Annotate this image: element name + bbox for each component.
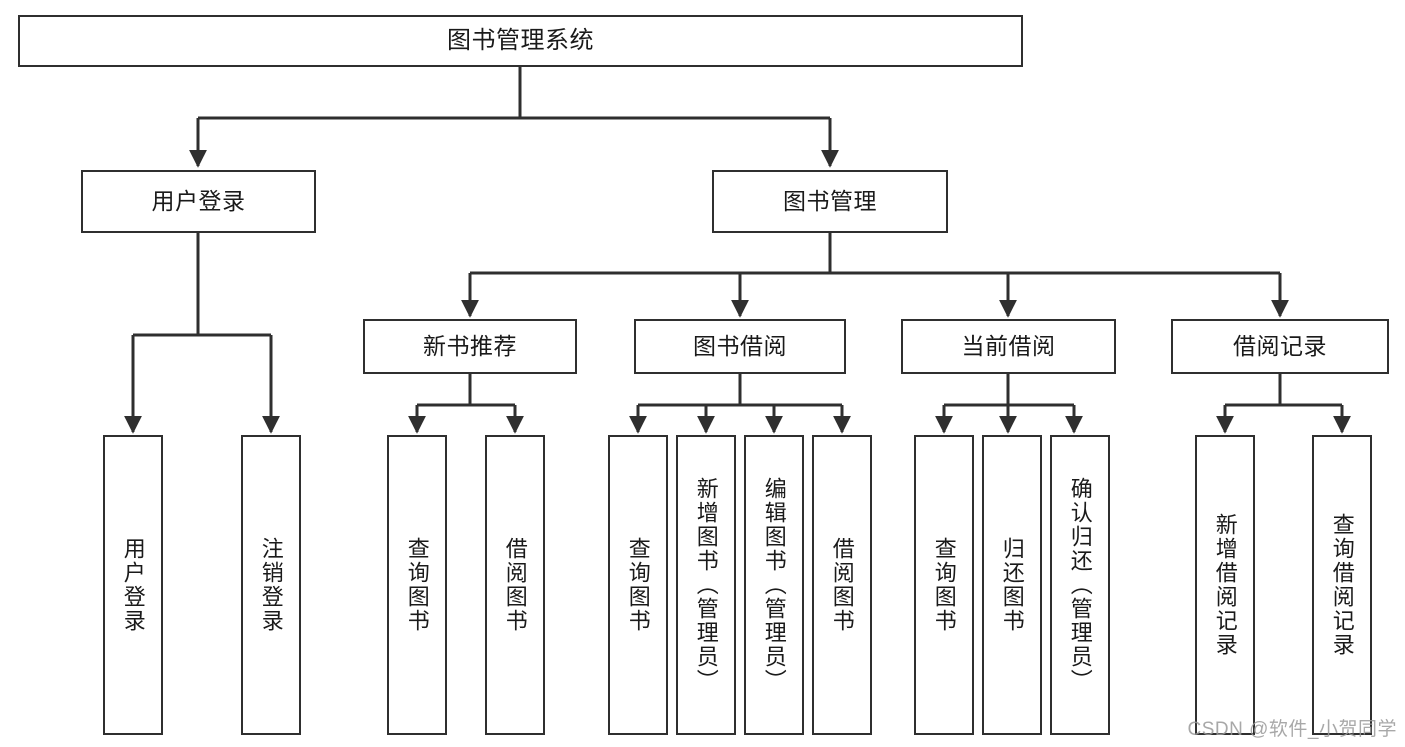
node-label: 查询借阅记录 bbox=[1329, 513, 1355, 657]
node-label: 借阅图书 bbox=[829, 537, 855, 633]
node-root-system[interactable]: 图书管理系统 bbox=[18, 15, 1023, 67]
node-label: 图书管理 bbox=[783, 187, 877, 214]
node-borrow-records[interactable]: 借阅记录 bbox=[1171, 319, 1389, 374]
node-label: 确认归还（管理员） bbox=[1067, 477, 1093, 693]
node-label: 编辑图书（管理员） bbox=[761, 477, 787, 693]
node-label: 注销登录 bbox=[258, 537, 284, 633]
leaf-borrow-books-newbook[interactable]: 借阅图书 bbox=[485, 435, 545, 735]
leaf-borrow-books-borrow[interactable]: 借阅图书 bbox=[812, 435, 872, 735]
node-label: 借阅记录 bbox=[1233, 332, 1327, 359]
node-label: 新增图书（管理员） bbox=[693, 477, 719, 693]
leaf-add-book-admin[interactable]: 新增图书（管理员） bbox=[676, 435, 736, 735]
node-current-borrow[interactable]: 当前借阅 bbox=[901, 319, 1116, 374]
leaf-user-login[interactable]: 用户登录 bbox=[103, 435, 163, 735]
leaf-query-borrow-record[interactable]: 查询借阅记录 bbox=[1312, 435, 1372, 735]
node-new-book-recommend[interactable]: 新书推荐 bbox=[363, 319, 577, 374]
node-label: 当前借阅 bbox=[961, 332, 1056, 359]
node-book-borrow[interactable]: 图书借阅 bbox=[634, 319, 846, 374]
node-label: 借阅图书 bbox=[502, 537, 528, 633]
node-label: 用户登录 bbox=[151, 187, 246, 214]
node-label: 查询图书 bbox=[625, 537, 651, 633]
watermark-text: CSDN @软件_小贺同学 bbox=[1187, 719, 1397, 740]
leaf-confirm-return-admin[interactable]: 确认归还（管理员） bbox=[1050, 435, 1110, 735]
node-label: 用户登录 bbox=[120, 537, 146, 633]
node-book-management[interactable]: 图书管理 bbox=[712, 170, 948, 233]
node-label: 图书借阅 bbox=[693, 332, 787, 359]
node-label: 查询图书 bbox=[931, 537, 957, 633]
node-label: 图书管理系统 bbox=[447, 26, 594, 54]
node-label: 新增借阅记录 bbox=[1212, 513, 1238, 657]
leaf-return-books[interactable]: 归还图书 bbox=[982, 435, 1042, 735]
leaf-logout[interactable]: 注销登录 bbox=[241, 435, 301, 735]
node-label: 归还图书 bbox=[999, 537, 1025, 633]
node-label: 查询图书 bbox=[404, 537, 430, 633]
node-label: 新书推荐 bbox=[423, 332, 517, 359]
leaf-query-books-current[interactable]: 查询图书 bbox=[914, 435, 974, 735]
leaf-add-borrow-record[interactable]: 新增借阅记录 bbox=[1195, 435, 1255, 735]
leaf-query-books-borrow[interactable]: 查询图书 bbox=[608, 435, 668, 735]
leaf-query-books-newbook[interactable]: 查询图书 bbox=[387, 435, 447, 735]
leaf-edit-book-admin[interactable]: 编辑图书（管理员） bbox=[744, 435, 804, 735]
node-user-login[interactable]: 用户登录 bbox=[81, 170, 316, 233]
